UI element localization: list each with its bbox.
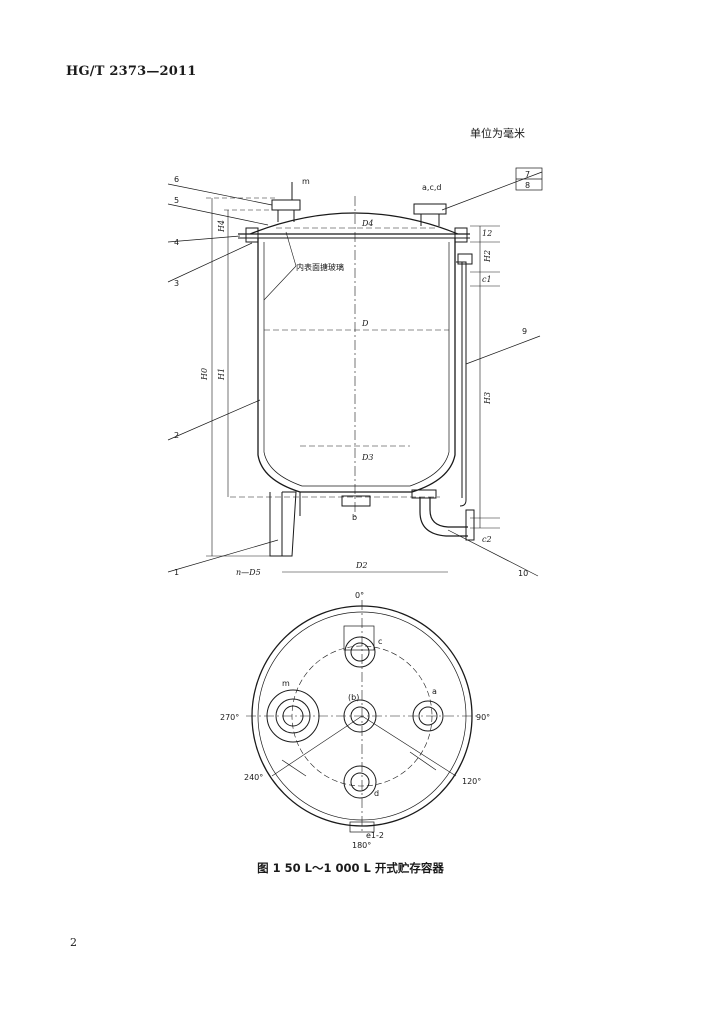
plan-nozzle-e: e1-2 [366, 831, 384, 840]
angle-180: 180° [352, 841, 371, 850]
angle-0: 0° [355, 591, 364, 600]
elevation-view [167, 167, 543, 577]
lining-annotation: 内表面搪玻璃 [296, 262, 344, 272]
dim-H2: H2 [483, 250, 492, 263]
leader-8: 8 [525, 181, 530, 190]
dim-D: D [361, 319, 369, 328]
standard-code: HG/T 2373—2011 [66, 64, 197, 79]
nozzle-group-label: a,c,d [422, 183, 441, 192]
unit-note: 单位为毫米 [470, 127, 525, 140]
dim-H0: H0 [200, 368, 209, 381]
angle-120: 120° [462, 777, 481, 786]
angle-90: 90° [476, 713, 490, 722]
angle-270: 270° [220, 713, 239, 722]
dim-H4: H4 [217, 220, 226, 233]
plan-nozzle-m: m [282, 679, 290, 688]
plan-nozzle-d: d [374, 789, 379, 798]
nozzle-b-label: b [352, 513, 357, 522]
nozzle-m-label: m [302, 177, 310, 186]
plan-nozzle-c: c [378, 637, 382, 646]
leader-4: 4 [174, 238, 179, 247]
page-number: 2 [70, 936, 77, 949]
angle-240: 240° [244, 773, 263, 782]
dim-c1: c1 [482, 275, 492, 284]
plan-nozzle-a: a [432, 687, 437, 696]
plan-view [246, 600, 478, 834]
leader-5: 5 [174, 196, 179, 205]
dim-12: 12 [482, 229, 492, 238]
dim-c2: c2 [482, 535, 492, 544]
dim-H1: H1 [217, 368, 226, 381]
leader-9: 9 [522, 327, 527, 336]
leader-10: 10 [518, 569, 528, 578]
figure-caption: 图 1 50 L～1 000 L 开式贮存容器 [257, 861, 444, 875]
dim-D4: D4 [361, 219, 374, 228]
leader-2: 2 [174, 431, 179, 440]
dim-H3: H3 [483, 392, 492, 405]
plan-nozzle-b: (b) [348, 693, 359, 702]
leader-7: 7 [525, 170, 530, 179]
dim-n-D5: n—D5 [236, 568, 261, 577]
dim-D2: D2 [355, 561, 368, 570]
leader-3: 3 [174, 279, 179, 288]
leader-6: 6 [174, 175, 179, 184]
leader-1: 1 [174, 568, 179, 577]
dim-D3: D3 [361, 453, 374, 462]
